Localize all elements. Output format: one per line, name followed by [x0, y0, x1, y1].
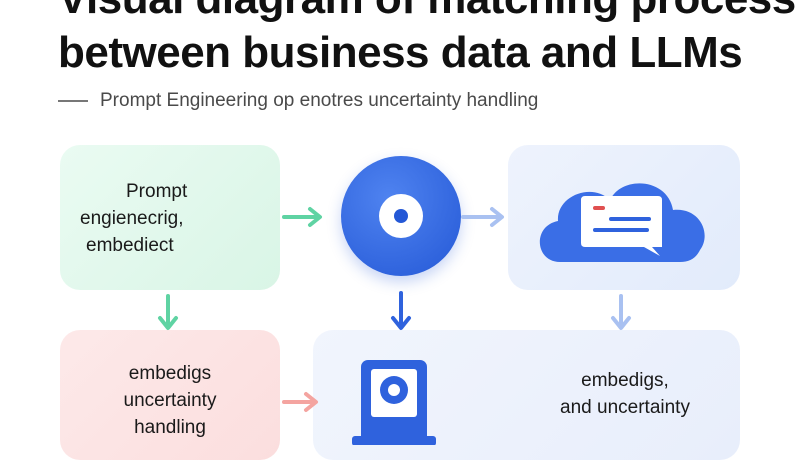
page-title: Visual diagram of matching process betwe… — [58, 0, 796, 80]
arrow-green-down — [158, 294, 178, 330]
subtitle: Prompt Engineering op enotres uncertaint… — [58, 90, 538, 112]
diagram-graphics — [158, 183, 705, 445]
prompt-engineering-label: Prompt engienecrig, embediect — [80, 181, 188, 256]
cloud-chat-icon — [539, 183, 705, 262]
uncertainty-box — [60, 330, 280, 460]
arrow-lightblue-right — [461, 207, 504, 227]
output-label: embedigs, and uncertainty — [560, 370, 690, 418]
target-icon — [341, 156, 461, 276]
title-line-2: between business data and LLMs — [58, 28, 743, 77]
title-line-1: Visual diagram of matching process — [58, 0, 796, 26]
disk-drive-icon — [352, 360, 436, 445]
arrow-pink-right — [282, 392, 318, 412]
arrow-blue-down — [391, 291, 411, 330]
uncertainty-label: embedigs uncertainty handling — [123, 363, 217, 438]
subtitle-text: Prompt Engineering op enotres uncertaint… — [100, 90, 539, 111]
arrow-lightblue-down — [611, 294, 631, 330]
prompt-engineering-box — [60, 145, 280, 290]
arrow-green-right — [282, 207, 322, 227]
subtitle-dash — [58, 100, 88, 102]
